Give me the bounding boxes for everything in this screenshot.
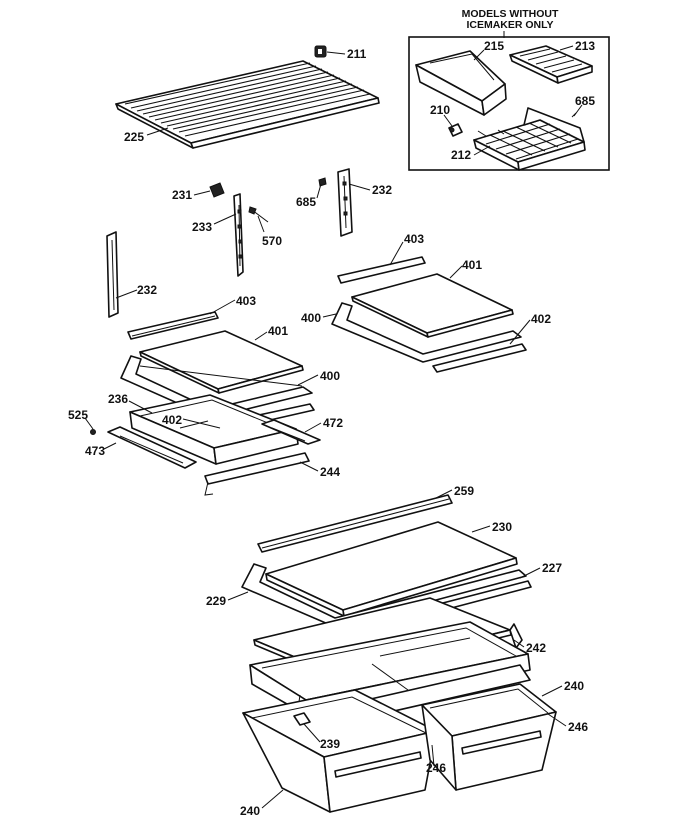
callout-210: 210 [430,103,450,117]
shelf-rail-232-left [106,231,119,318]
callout-525: 525 [68,408,88,422]
callout-472: 472 [323,416,343,430]
shelf-trim-259 [257,494,453,553]
screw-685 [318,177,327,187]
callout-403-right: 403 [404,232,424,246]
callout-212: 212 [451,148,471,162]
callout-227: 227 [542,561,562,575]
leader-lines [84,45,583,809]
callout-400-left: 400 [320,369,340,383]
callout-233: 233 [192,220,212,234]
clip-210 [448,123,463,137]
tray-support-212 [473,107,586,171]
inset-note-line1: MODELS WITHOUT [462,8,559,20]
drawer-glide-239 [293,712,311,726]
callout-230: 230 [492,520,512,534]
crisper-drawer-240-right [421,683,557,791]
callout-402-left: 402 [162,413,182,427]
crisper-drawer-240-left [242,689,437,813]
callout-213: 213 [575,39,595,53]
cap-211 [314,45,327,58]
callout-400-right: 400 [301,311,321,325]
glass-shelf-401-right [351,273,514,338]
shelf-rail-233 [233,193,244,277]
shelf-trim-402-right [432,343,527,373]
shelf-frame-400-right [331,302,522,363]
ice-tray-213 [509,45,593,84]
callout-570: 570 [262,234,282,248]
drawer-front-473 [107,426,197,469]
shelf-trim-403-left [127,311,219,340]
callout-473: 473 [85,444,105,458]
callout-211: 211 [347,47,367,61]
callout-246-left: 246 [426,761,446,775]
callout-215: 215 [484,39,504,53]
callout-242: 242 [526,641,546,655]
glass-shelf-230 [265,521,518,617]
callout-240-left: 240 [240,804,260,818]
callout-239: 239 [320,737,340,751]
callout-259: 259 [454,484,474,498]
shelf-trim-403-right [337,256,426,284]
callout-236: 236 [108,392,128,406]
callout-232-left: 232 [137,283,157,297]
callout-240-right: 240 [564,679,584,693]
callout-685: 685 [296,195,316,209]
wire-shelf-225 [115,60,380,149]
inset-note-line2: ICEMAKER ONLY [466,19,553,31]
callout-401-left: 401 [268,324,288,338]
callout-labels: 211 215 213 210 685 212 225 231 233 570 … [68,39,595,818]
callout-225: 225 [124,130,144,144]
icemaker-inset: MODELS WITHOUT ICEMAKER ONLY [408,8,610,171]
callout-685-inset: 685 [575,94,595,108]
callout-231: 231 [172,188,192,202]
cap-231 [209,182,225,198]
ice-bin-215 [415,50,507,116]
pin-525 [90,429,96,435]
drawer-slide-472 [261,419,321,445]
callout-229: 229 [206,594,226,608]
callout-246-right: 246 [568,720,588,734]
callout-403-left: 403 [236,294,256,308]
shelf-rail-232-right [337,168,353,237]
callout-401-right: 401 [462,258,482,272]
screw-570 [248,206,269,223]
callout-402-right: 402 [531,312,551,326]
callout-244: 244 [320,465,340,479]
drawer-support-244 [204,452,310,496]
inset-frame [408,36,610,171]
callout-232-right: 232 [372,183,392,197]
glass-shelf-401-left [139,330,304,394]
